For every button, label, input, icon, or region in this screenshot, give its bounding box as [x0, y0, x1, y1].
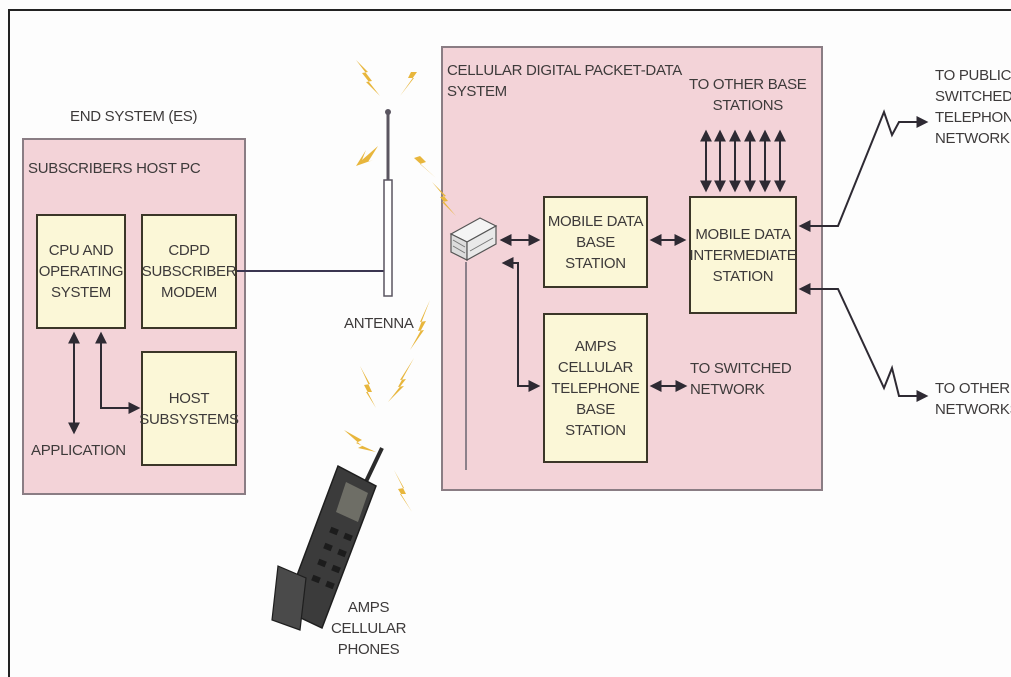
- other-networks-link: [801, 289, 926, 396]
- lightning-bolts: [344, 54, 456, 512]
- amps-cellular-phone-icon: [272, 448, 382, 630]
- cpu-subsystems-arrow: [101, 334, 138, 408]
- pstn-link: [801, 112, 926, 226]
- router-amps-arrow: [504, 263, 538, 386]
- antenna-icon: [384, 109, 392, 296]
- router-device-icon: [451, 218, 496, 260]
- other-base-station-arrows: [706, 132, 780, 190]
